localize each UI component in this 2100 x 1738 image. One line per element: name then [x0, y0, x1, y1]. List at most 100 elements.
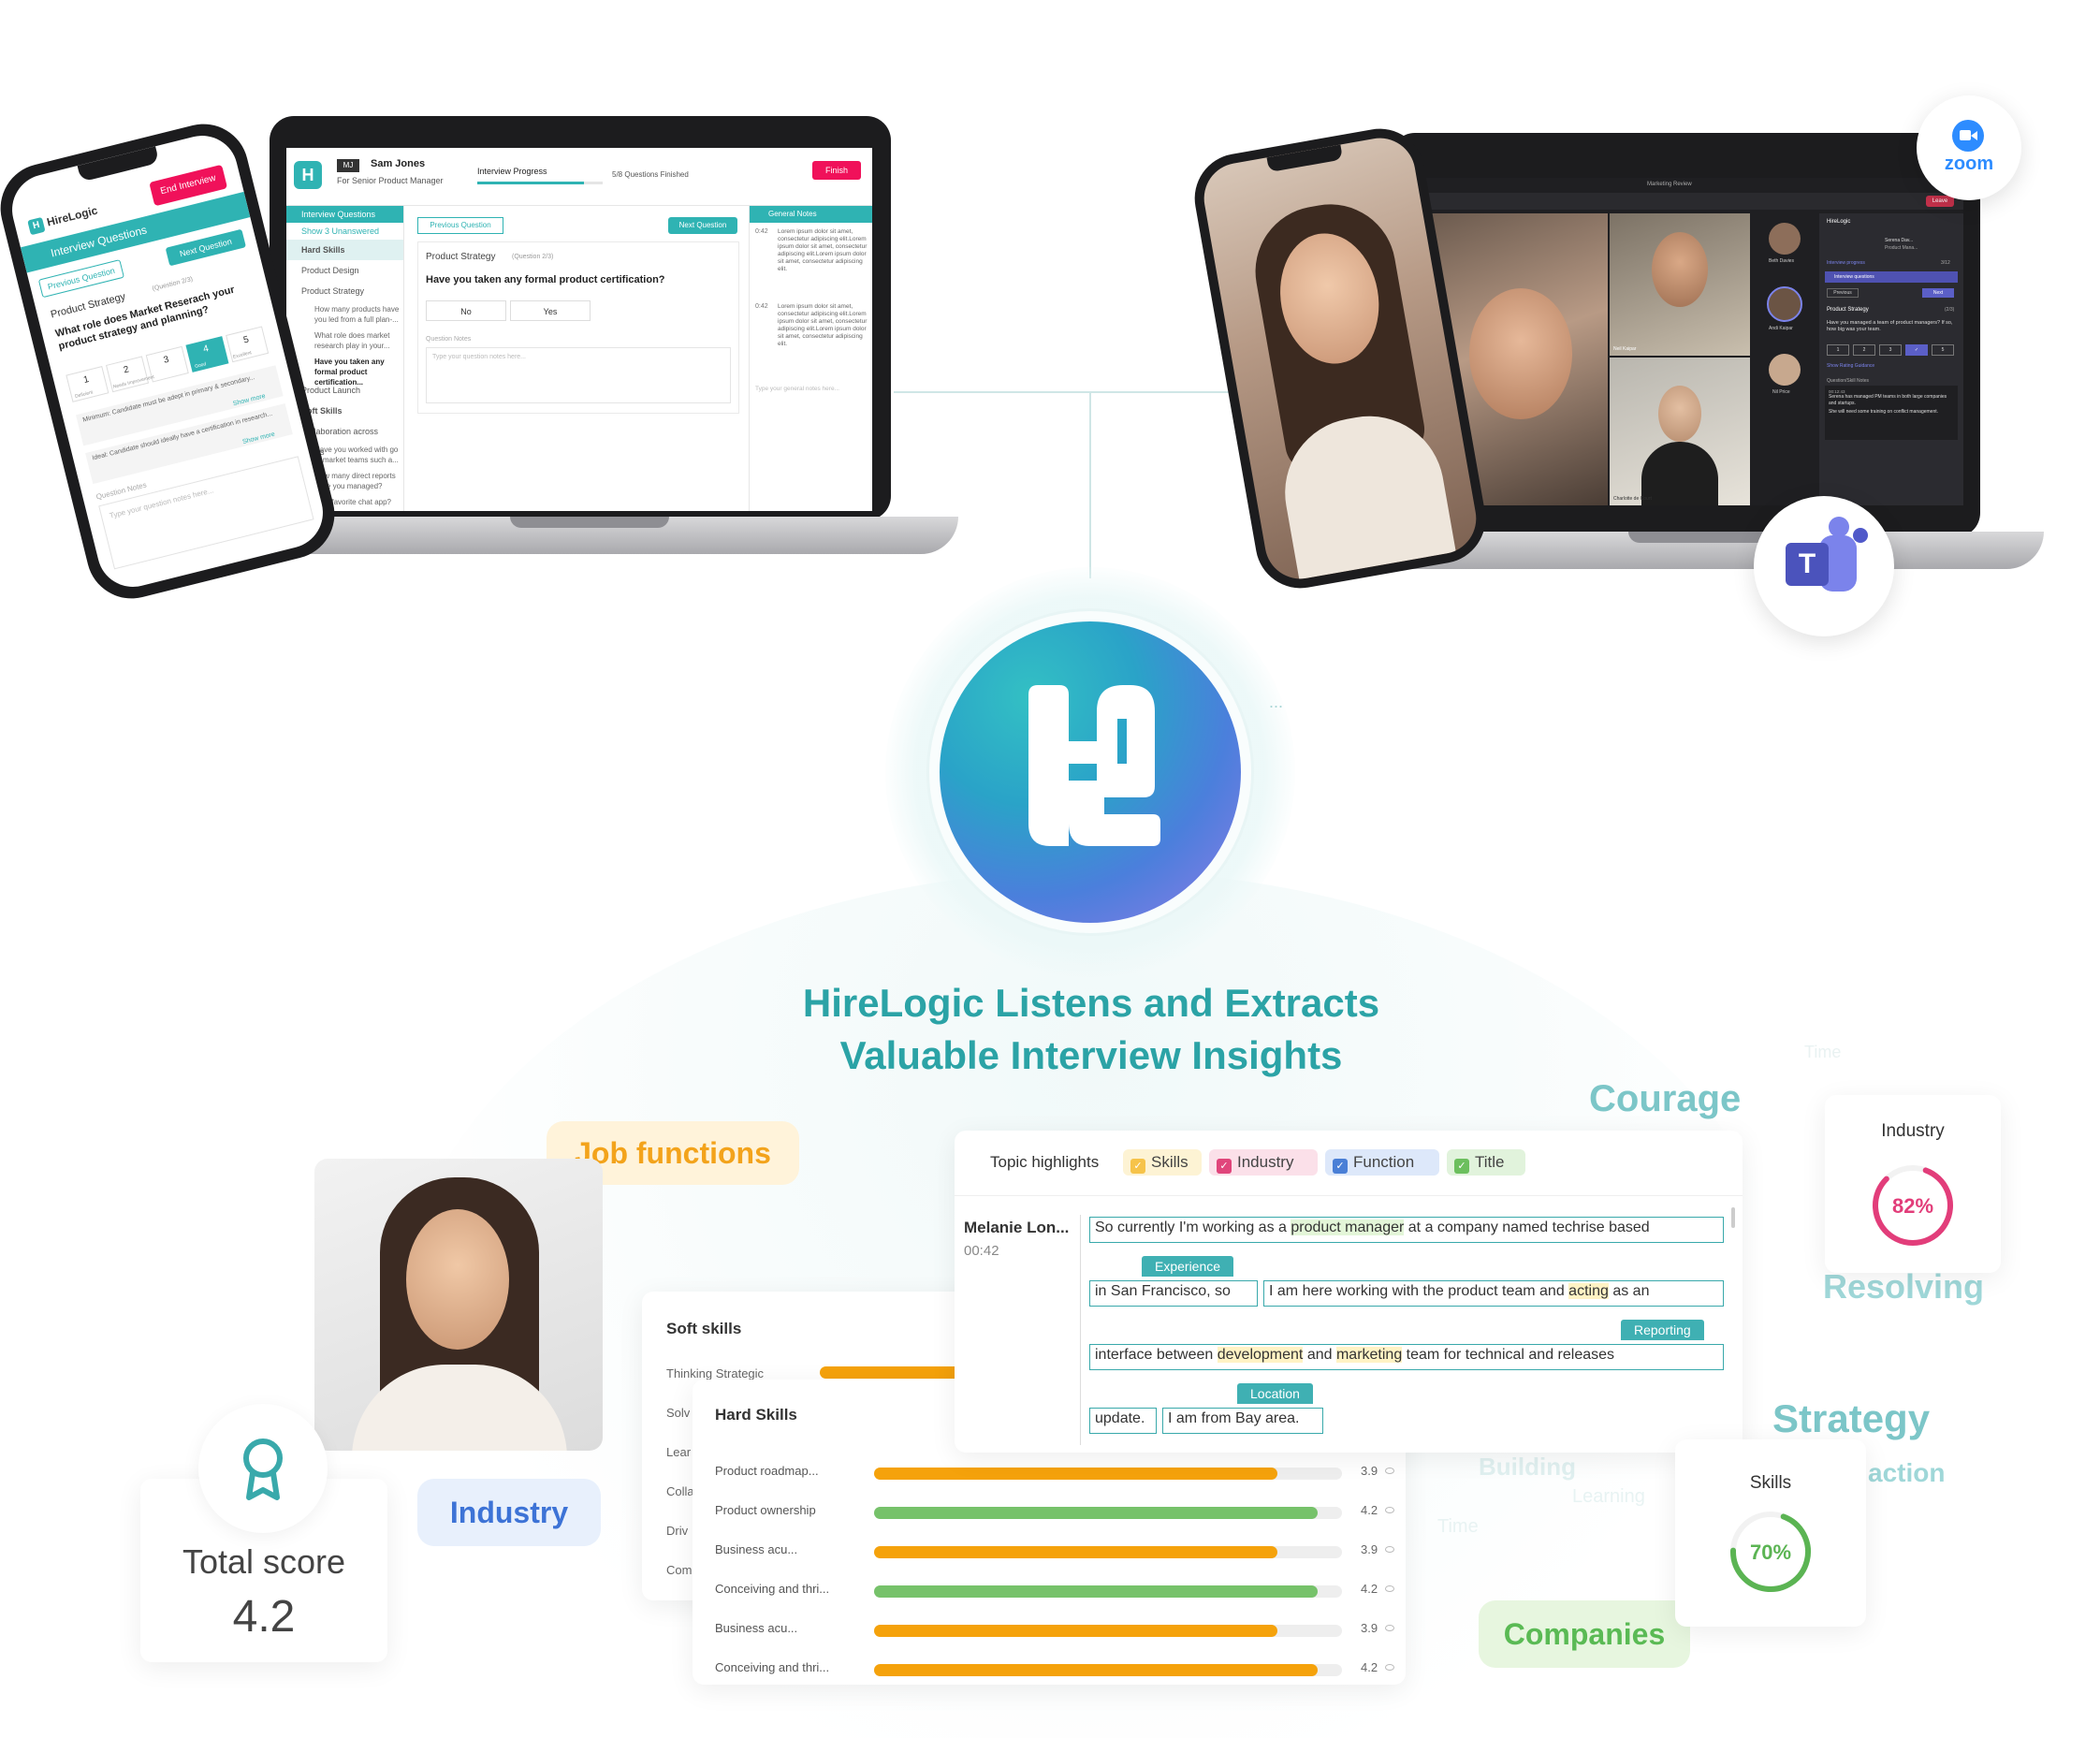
- rating-1[interactable]: 1: [66, 366, 109, 402]
- transcript-segment[interactable]: update.: [1089, 1408, 1157, 1434]
- participant-avatar: [1769, 354, 1801, 386]
- hard-skill-row: Conceiving and thri... 4.2: [715, 1660, 1398, 1679]
- camera-lens: [1971, 131, 1977, 140]
- sidebar-question-active[interactable]: Have you taken any formal product certif…: [314, 358, 385, 387]
- window-title: Marketing Review: [1647, 182, 1692, 187]
- sidebar-question[interactable]: How many products have you led from a fu…: [314, 305, 400, 324]
- panel-question: Have you managed a team of product manag…: [1827, 320, 1953, 332]
- transcript-segment[interactable]: I am from Bay area.: [1162, 1408, 1323, 1434]
- answer-yes-button[interactable]: Yes: [510, 300, 591, 321]
- hard-skill-value: 4.2: [1361, 1660, 1378, 1674]
- sidebar-item-hard-skills[interactable]: Hard Skills: [286, 240, 403, 260]
- participant-name: Charlotte de Court: [1613, 496, 1652, 502]
- transcript-segment[interactable]: in San Francisco, so: [1089, 1280, 1258, 1307]
- eye-icon[interactable]: [1385, 1507, 1394, 1513]
- hard-skill-track: [874, 1664, 1342, 1676]
- panel-rating-selected[interactable]: ✓: [1905, 344, 1928, 356]
- transcript-segment[interactable]: So currently I'm working as a product ma…: [1089, 1217, 1724, 1243]
- soft-skill-row: Colla: [666, 1484, 694, 1498]
- topic-chip-industry[interactable]: ✓Industry: [1209, 1149, 1318, 1176]
- sidebar-question[interactable]: How many direct reports have you managed…: [314, 472, 396, 490]
- transcript-segment[interactable]: interface between development and market…: [1089, 1344, 1724, 1370]
- show-unanswered-toggle[interactable]: Show 3 Unanswered: [301, 226, 380, 236]
- tag-industry: Industry: [417, 1479, 601, 1546]
- panel-progress-count: 3/12: [1941, 260, 1950, 266]
- segment-text: as an: [1608, 1283, 1650, 1299]
- topic-chip-function[interactable]: ✓Function: [1325, 1149, 1439, 1176]
- sidebar-item-product-strategy[interactable]: Product Strategy: [301, 286, 365, 296]
- sidebar-question[interactable]: What role does market research play in y…: [314, 331, 390, 350]
- panel-rating[interactable]: 2: [1853, 344, 1875, 356]
- skills-gauge-value: 70%: [1749, 1541, 1792, 1564]
- tag-learning: Learning: [1572, 1486, 1645, 1507]
- topic-chip-label: Function: [1353, 1153, 1415, 1171]
- question-main: Previous Question Next Question Product …: [404, 206, 749, 511]
- question-sidebar: Interview Questions Show 3 Unanswered Ha…: [286, 206, 404, 511]
- transcript-segment[interactable]: I am here working with the product team …: [1263, 1280, 1724, 1307]
- teams-badge[interactable]: T: [1754, 496, 1894, 636]
- hard-skill-label: Conceiving and thri...: [715, 1660, 830, 1674]
- panel-prev-button[interactable]: Previous: [1827, 288, 1859, 298]
- sidebar-item-soft-skills[interactable]: Soft Skills: [301, 406, 343, 416]
- eye-icon[interactable]: [1385, 1585, 1394, 1592]
- eye-icon[interactable]: [1385, 1625, 1394, 1631]
- eye-icon[interactable]: [1385, 1664, 1394, 1671]
- answer-no-button[interactable]: No: [426, 300, 506, 321]
- panel-guidance-link[interactable]: Show Rating Guidance: [1827, 363, 1875, 369]
- topic-label: Topic highlights: [990, 1153, 1100, 1171]
- panel-rating[interactable]: 1: [1827, 344, 1849, 356]
- hard-skill-bar: [874, 1468, 1277, 1480]
- eye-icon[interactable]: [1385, 1546, 1394, 1553]
- hard-skill-track: [874, 1546, 1342, 1558]
- sidebar-item-product-design[interactable]: Product Design: [301, 266, 359, 275]
- interview-header: H MJ Sam Jones For Senior Product Manage…: [286, 148, 872, 206]
- transcript-divider: [1080, 1215, 1081, 1445]
- participant-rail: Beth Davies Andi Kaipar Nil Price: [1752, 213, 1817, 505]
- total-score-value: 4.2: [232, 1592, 296, 1642]
- candidate-face: [406, 1209, 509, 1350]
- topic-chip-title[interactable]: ✓Title: [1447, 1149, 1525, 1176]
- notes-label: Question Notes: [426, 336, 472, 343]
- panel-next-button[interactable]: Next: [1922, 288, 1954, 298]
- zoom-badge[interactable]: zoom: [1917, 95, 2021, 200]
- question-notes-input[interactable]: Type your question notes here...: [426, 347, 731, 403]
- panel-category: Product Strategy: [1827, 307, 1869, 313]
- total-score-label: Total score: [182, 1542, 346, 1581]
- leave-button[interactable]: Leave: [1926, 196, 1954, 207]
- candidate-role: For Senior Product Manager: [337, 176, 444, 185]
- segment-text: interface between: [1095, 1347, 1218, 1363]
- transcript-scrollbar[interactable]: [1731, 1207, 1735, 1228]
- finish-button[interactable]: Finish: [812, 161, 861, 180]
- avatar: MJ: [337, 159, 359, 172]
- panel-section[interactable]: Interview questions: [1825, 271, 1958, 283]
- next-question-button[interactable]: Next Question: [668, 217, 737, 234]
- sidebar-item-product-launch[interactable]: Product Launch: [301, 386, 361, 395]
- hirelogic-hub-logo: [940, 621, 1241, 923]
- tag-action: action: [1868, 1458, 1946, 1487]
- general-notes-header: General Notes: [750, 206, 872, 223]
- interview-questions-bar[interactable]: Interview Questions: [20, 191, 251, 273]
- hard-skill-track: [874, 1585, 1342, 1598]
- eye-icon[interactable]: [1385, 1468, 1394, 1474]
- hard-skill-track: [874, 1507, 1342, 1519]
- panel-notes[interactable]: 00:12:43 Serena has managed PM teams in …: [1825, 386, 1958, 440]
- note-text: Lorem ipsum dolor sit amet, consectetur …: [778, 228, 868, 272]
- hard-skill-value: 4.2: [1361, 1503, 1378, 1517]
- sidebar-question[interactable]: Have you worked with go to market teams …: [314, 445, 399, 464]
- candidate-name: Sam Jones: [371, 158, 426, 169]
- panel-rating[interactable]: 3: [1879, 344, 1902, 356]
- gauge-arc: [1873, 1167, 1953, 1246]
- brand-name: HireLogic: [45, 203, 99, 229]
- hard-skill-value: 3.9: [1361, 1542, 1378, 1556]
- panel-note: She will need some training on conflict …: [1829, 409, 1939, 415]
- hard-skill-row: Business acu...3.9: [715, 1621, 1398, 1640]
- general-notes-input[interactable]: Type your general notes here...: [755, 386, 839, 392]
- participant-name: Andi Kaipar: [1769, 326, 1793, 331]
- hirelogic-logo-icon: H: [27, 216, 46, 236]
- industry-gauge-card: Industry 82%: [1825, 1095, 2001, 1273]
- rating-4-selected[interactable]: 4: [185, 336, 229, 372]
- previous-question-button[interactable]: Previous Question: [417, 217, 503, 234]
- panel-rating[interactable]: 5: [1932, 344, 1954, 356]
- sidebar-question[interactable]: Your favorite chat app?: [314, 498, 391, 506]
- topic-chip-skills[interactable]: ✓Skills: [1123, 1149, 1202, 1176]
